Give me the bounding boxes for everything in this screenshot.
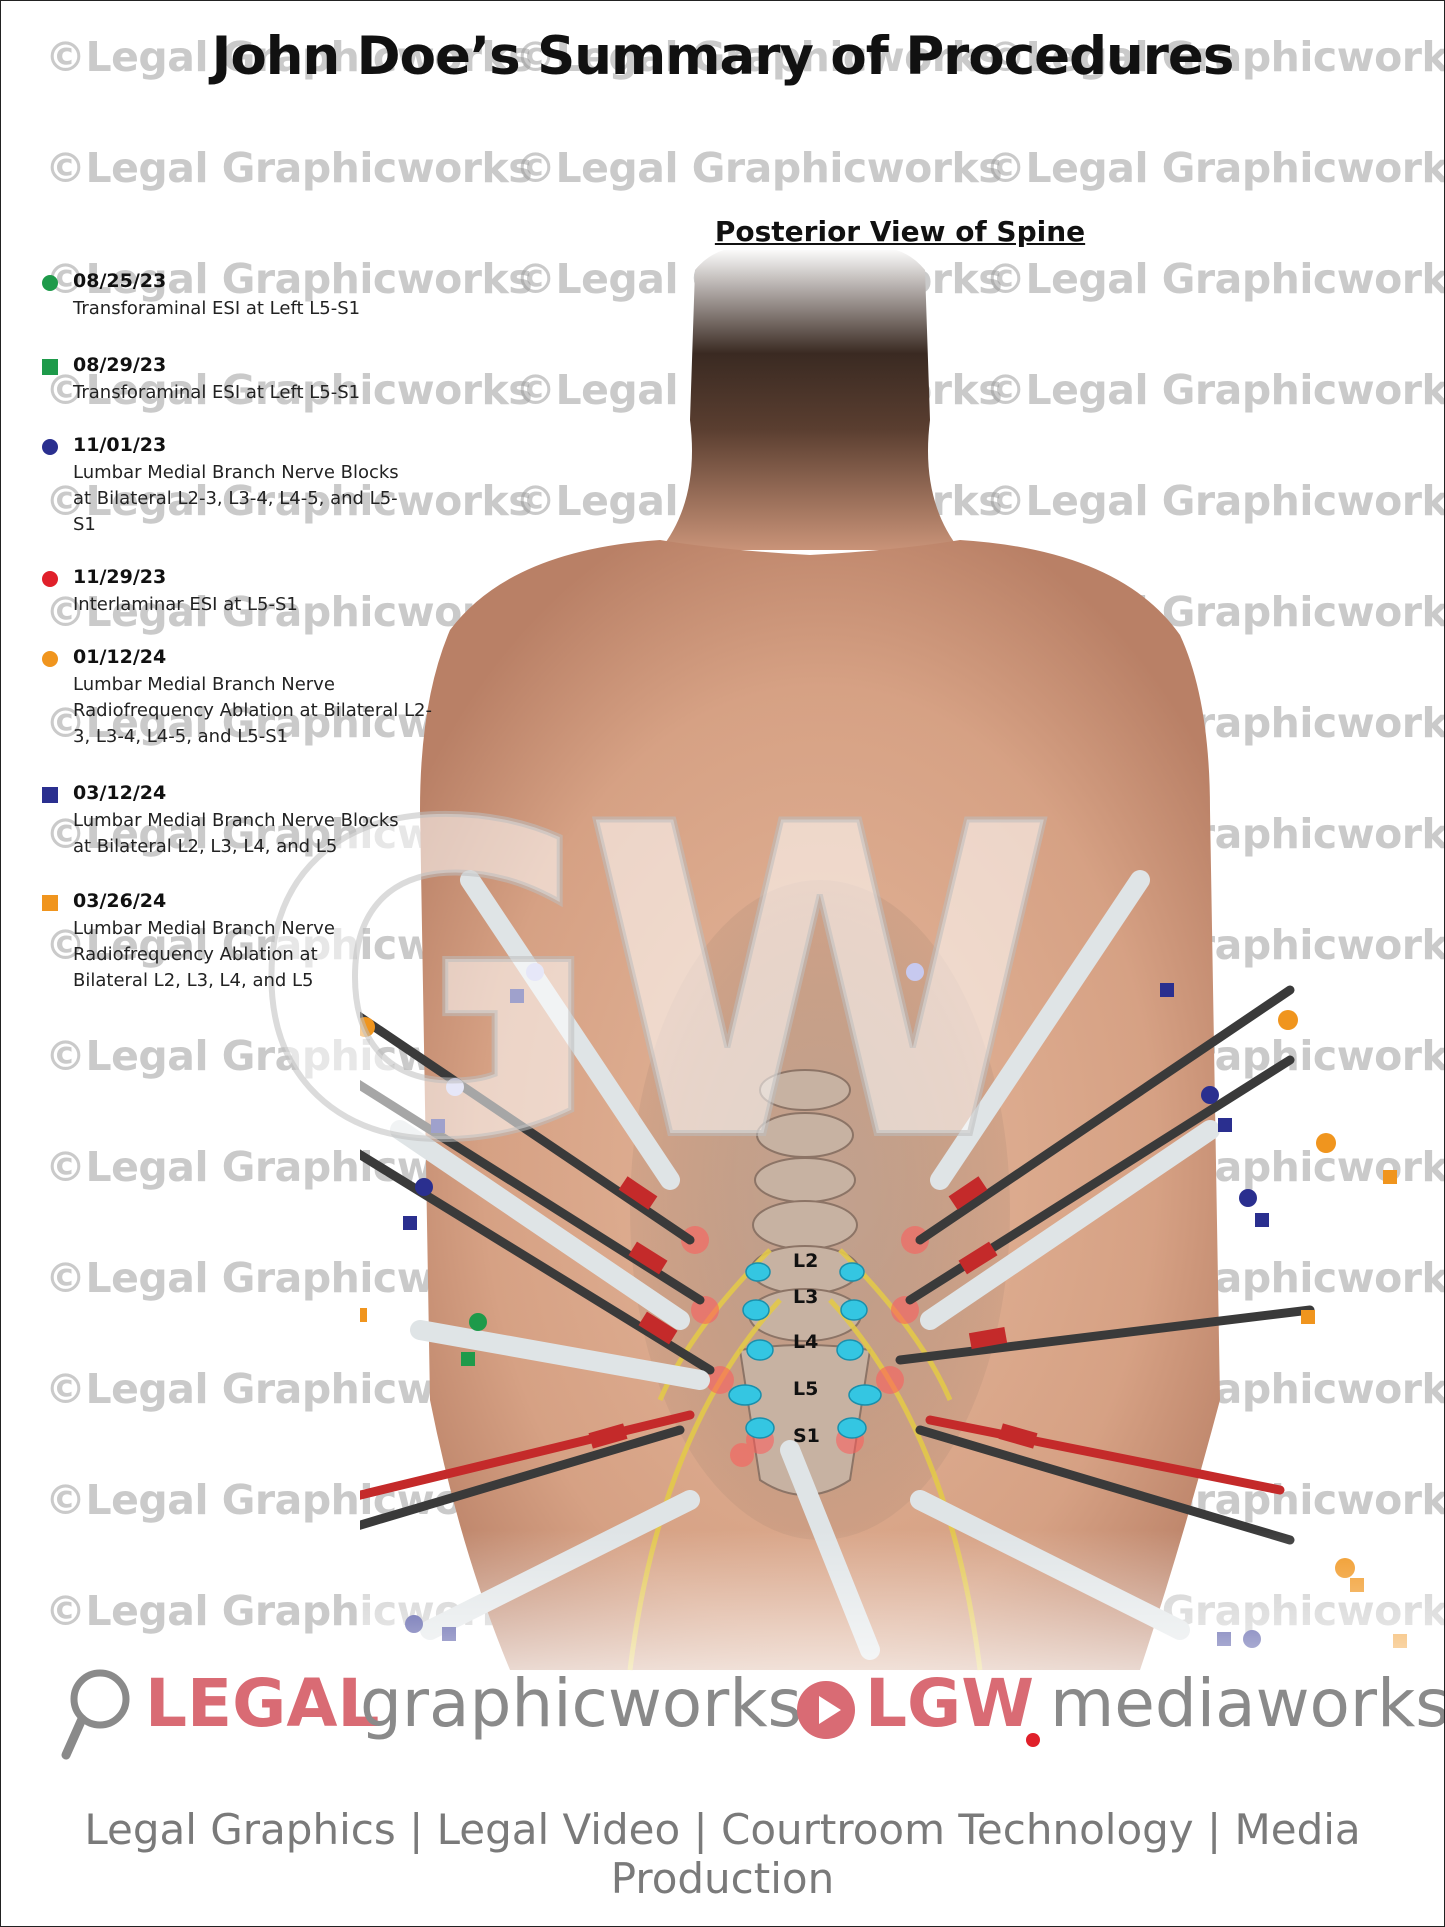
page-title: John Doe’s Summary of Procedures xyxy=(211,26,1235,87)
vertebra-label: L5 xyxy=(793,1378,818,1400)
navy-circle-icon xyxy=(42,439,58,455)
procedure-description: Transforaminal ESI at Left L5-S1 xyxy=(73,382,361,403)
magnifier-icon xyxy=(61,1669,130,1760)
watermark-text: ©Legal Graphicworks xyxy=(515,144,1003,192)
procedure-date: 03/12/24 xyxy=(73,782,167,804)
procedure-date: 11/01/23 xyxy=(73,434,167,456)
procedure-description: Lumbar Medial Branch Nerve Radiofrequenc… xyxy=(73,918,335,991)
head-shape xyxy=(660,250,960,550)
injection-sites xyxy=(681,1226,929,1467)
logo-lgw-text: LGW xyxy=(865,1665,1035,1742)
procedure-description: Transforaminal ESI at Left L5-S1 xyxy=(73,298,361,319)
watermark-text: ©Legal Graphicworks xyxy=(985,144,1445,192)
vertebrae xyxy=(738,1069,872,1496)
red-dot-icon xyxy=(1026,1733,1040,1747)
red-circle-icon xyxy=(42,571,58,587)
vertebra-label: L2 xyxy=(793,1250,818,1272)
left-instruments xyxy=(360,870,715,1640)
illustration-subtitle: Posterior View of Spine xyxy=(714,215,1086,248)
orange-square-icon xyxy=(42,895,58,911)
navy-square-icon xyxy=(42,787,58,803)
procedure-description: Lumbar Medial Branch Nerve Blocks at Bil… xyxy=(73,462,399,535)
green-circle-icon xyxy=(42,275,58,291)
procedure-date: 03/26/24 xyxy=(73,890,167,912)
green-square-icon xyxy=(42,359,58,375)
company-logo: LEGAL graphicworks LGW mediaworks xyxy=(60,1665,1445,1765)
procedure-date: 08/25/23 xyxy=(73,270,167,292)
procedure-description: Interlaminar ESI at L5-S1 xyxy=(73,594,298,615)
left-red-coils xyxy=(588,1176,678,1449)
logo-graphicworks-text: graphicworks xyxy=(360,1665,802,1742)
vertebra-label: S1 xyxy=(793,1425,820,1447)
procedure-description: Lumbar Medial Branch Nerve Radiofrequenc… xyxy=(73,674,433,747)
vertebra-label: L3 xyxy=(793,1286,818,1308)
gw-watermark: GW xyxy=(247,735,1060,1235)
procedure-date: 01/12/24 xyxy=(73,646,167,668)
company-tagline: Legal Graphics | Legal Video | Courtroom… xyxy=(84,1805,1361,1903)
watermark-text: ©Legal Graphicworks xyxy=(45,144,533,192)
play-icon xyxy=(797,1681,855,1739)
facet-joints xyxy=(728,1262,882,1439)
right-red-coils xyxy=(948,1176,1038,1449)
vertebra-label: L4 xyxy=(793,1331,818,1353)
orange-circle-icon xyxy=(42,651,58,667)
spine-illustration: L2 L3 L4 L5 S1 xyxy=(360,250,1445,1730)
procedure-date: 11/29/23 xyxy=(73,566,167,588)
logo-legal-text: LEGAL xyxy=(145,1665,380,1742)
procedure-date: 08/29/23 xyxy=(73,354,167,376)
procedure-description: Lumbar Medial Branch Nerve Blocks at Bil… xyxy=(73,810,399,857)
logo-mediaworks-text: mediaworks xyxy=(1050,1665,1445,1742)
